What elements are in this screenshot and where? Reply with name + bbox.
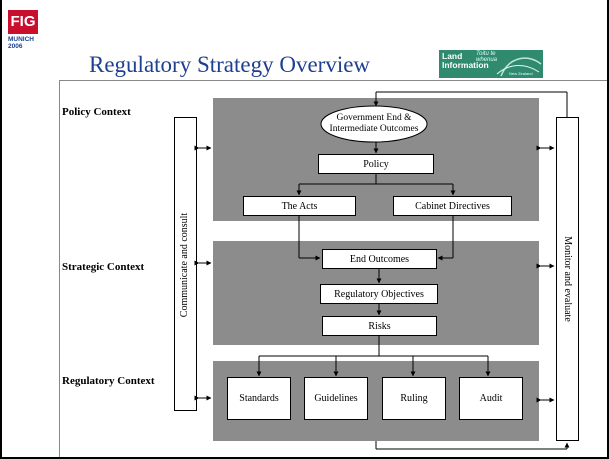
acts-node: The Acts <box>243 196 356 216</box>
monitor-evaluate-bar <box>556 117 579 441</box>
strategic-context-label: Strategic Context <box>62 261 145 273</box>
fig-logo-year: 2006 <box>8 43 23 50</box>
audit-node: Audit <box>459 377 523 420</box>
linz-logo-line2: Information <box>442 59 489 70</box>
linz-logo-maori1: Toitu te <box>476 51 496 57</box>
linz-logo-country: New Zealand <box>509 71 533 76</box>
linz-logo-maori2: whenua <box>476 57 498 63</box>
cabinet-directives-node: Cabinet Directives <box>393 196 512 216</box>
ruling-node: Ruling <box>382 377 446 420</box>
end-outcomes-node: End Outcomes <box>322 249 437 269</box>
standards-node: Standards <box>227 377 291 420</box>
linz-logo-line1: Land <box>442 51 463 61</box>
slide-title: Regulatory Strategy Overview <box>89 52 371 77</box>
risks-node: Risks <box>322 316 437 336</box>
fig-logo-city: MUNICH <box>8 36 34 43</box>
left-divider <box>59 80 60 457</box>
policy-context-label: Policy Context <box>62 106 131 118</box>
fig-logo-text: FIG <box>8 10 38 34</box>
title-divider <box>60 80 607 81</box>
guidelines-node: Guidelines <box>304 377 368 420</box>
government-ellipse-shape <box>320 105 428 143</box>
policy-node: Policy <box>318 154 434 174</box>
fig-munich-logo: FIG MUNICH 2006 <box>8 10 38 66</box>
regulatory-objectives-node: Regulatory Objectives <box>320 284 438 304</box>
regulatory-context-label: Regulatory Context <box>62 375 155 387</box>
linz-swirl-icon <box>496 57 542 77</box>
linz-logo: Land Information Toitu te whenua New Zea… <box>439 50 543 78</box>
government-outcomes-node: Government End & Intermediate Outcomes <box>329 112 419 135</box>
